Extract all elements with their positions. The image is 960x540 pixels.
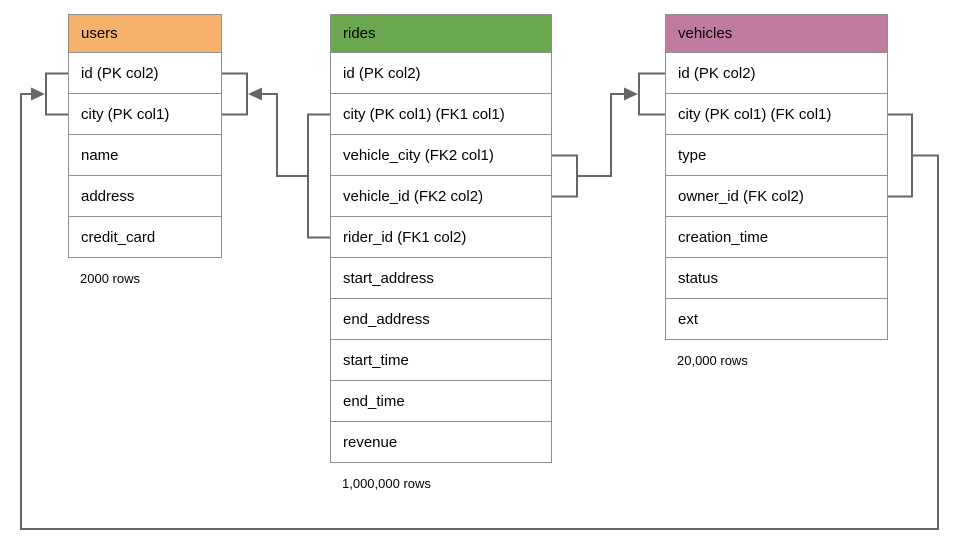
- table-rides: rides id (PK col2)city (PK col1) (FK1 co…: [330, 14, 552, 491]
- table-row: owner_id (FK col2): [665, 176, 888, 217]
- table-header-rides: rides: [330, 14, 552, 53]
- table-row: rider_id (FK1 col2): [330, 217, 552, 258]
- table-columns-vehicles: id (PK col2)city (PK col1) (FK col1)type…: [665, 53, 888, 340]
- table-header-vehicles: vehicles: [665, 14, 888, 53]
- table-row: vehicle_city (FK2 col1): [330, 135, 552, 176]
- relationship-fk-vehicles-to-users: [20, 72, 939, 530]
- row-count-vehicles: 20,000 rows: [677, 353, 748, 368]
- table-vehicles: vehicles id (PK col2)city (PK col1) (FK …: [665, 14, 888, 368]
- table-row: name: [68, 135, 222, 176]
- table-header-users: users: [68, 14, 222, 53]
- arrowhead-to-users: [248, 87, 262, 101]
- arrowhead-to-vehicles: [624, 87, 638, 101]
- table-row: type: [665, 135, 888, 176]
- table-row: end_address: [330, 299, 552, 340]
- relationship-fk2-rides-to-vehicles: [552, 72, 665, 198]
- table-row: start_time: [330, 340, 552, 381]
- table-row: id (PK col2): [665, 53, 888, 94]
- table-row: id (PK col2): [68, 53, 222, 94]
- table-row: creation_time: [665, 217, 888, 258]
- row-count-rides: 1,000,000 rows: [342, 476, 431, 491]
- relationship-fk1-rides-to-users: [222, 72, 330, 239]
- table-row: credit_card: [68, 217, 222, 258]
- table-row: revenue: [330, 422, 552, 463]
- table-row: address: [68, 176, 222, 217]
- table-row: city (PK col1) (FK col1): [665, 94, 888, 135]
- table-row: ext: [665, 299, 888, 340]
- table-row: end_time: [330, 381, 552, 422]
- table-row: city (PK col1): [68, 94, 222, 135]
- table-row: city (PK col1) (FK1 col1): [330, 94, 552, 135]
- table-columns-rides: id (PK col2)city (PK col1) (FK1 col1)veh…: [330, 53, 552, 463]
- row-count-users: 2000 rows: [80, 271, 140, 286]
- table-row: status: [665, 258, 888, 299]
- table-row: vehicle_id (FK2 col2): [330, 176, 552, 217]
- table-row: start_address: [330, 258, 552, 299]
- arrowhead-loop-to-users: [31, 87, 45, 101]
- table-row: id (PK col2): [330, 53, 552, 94]
